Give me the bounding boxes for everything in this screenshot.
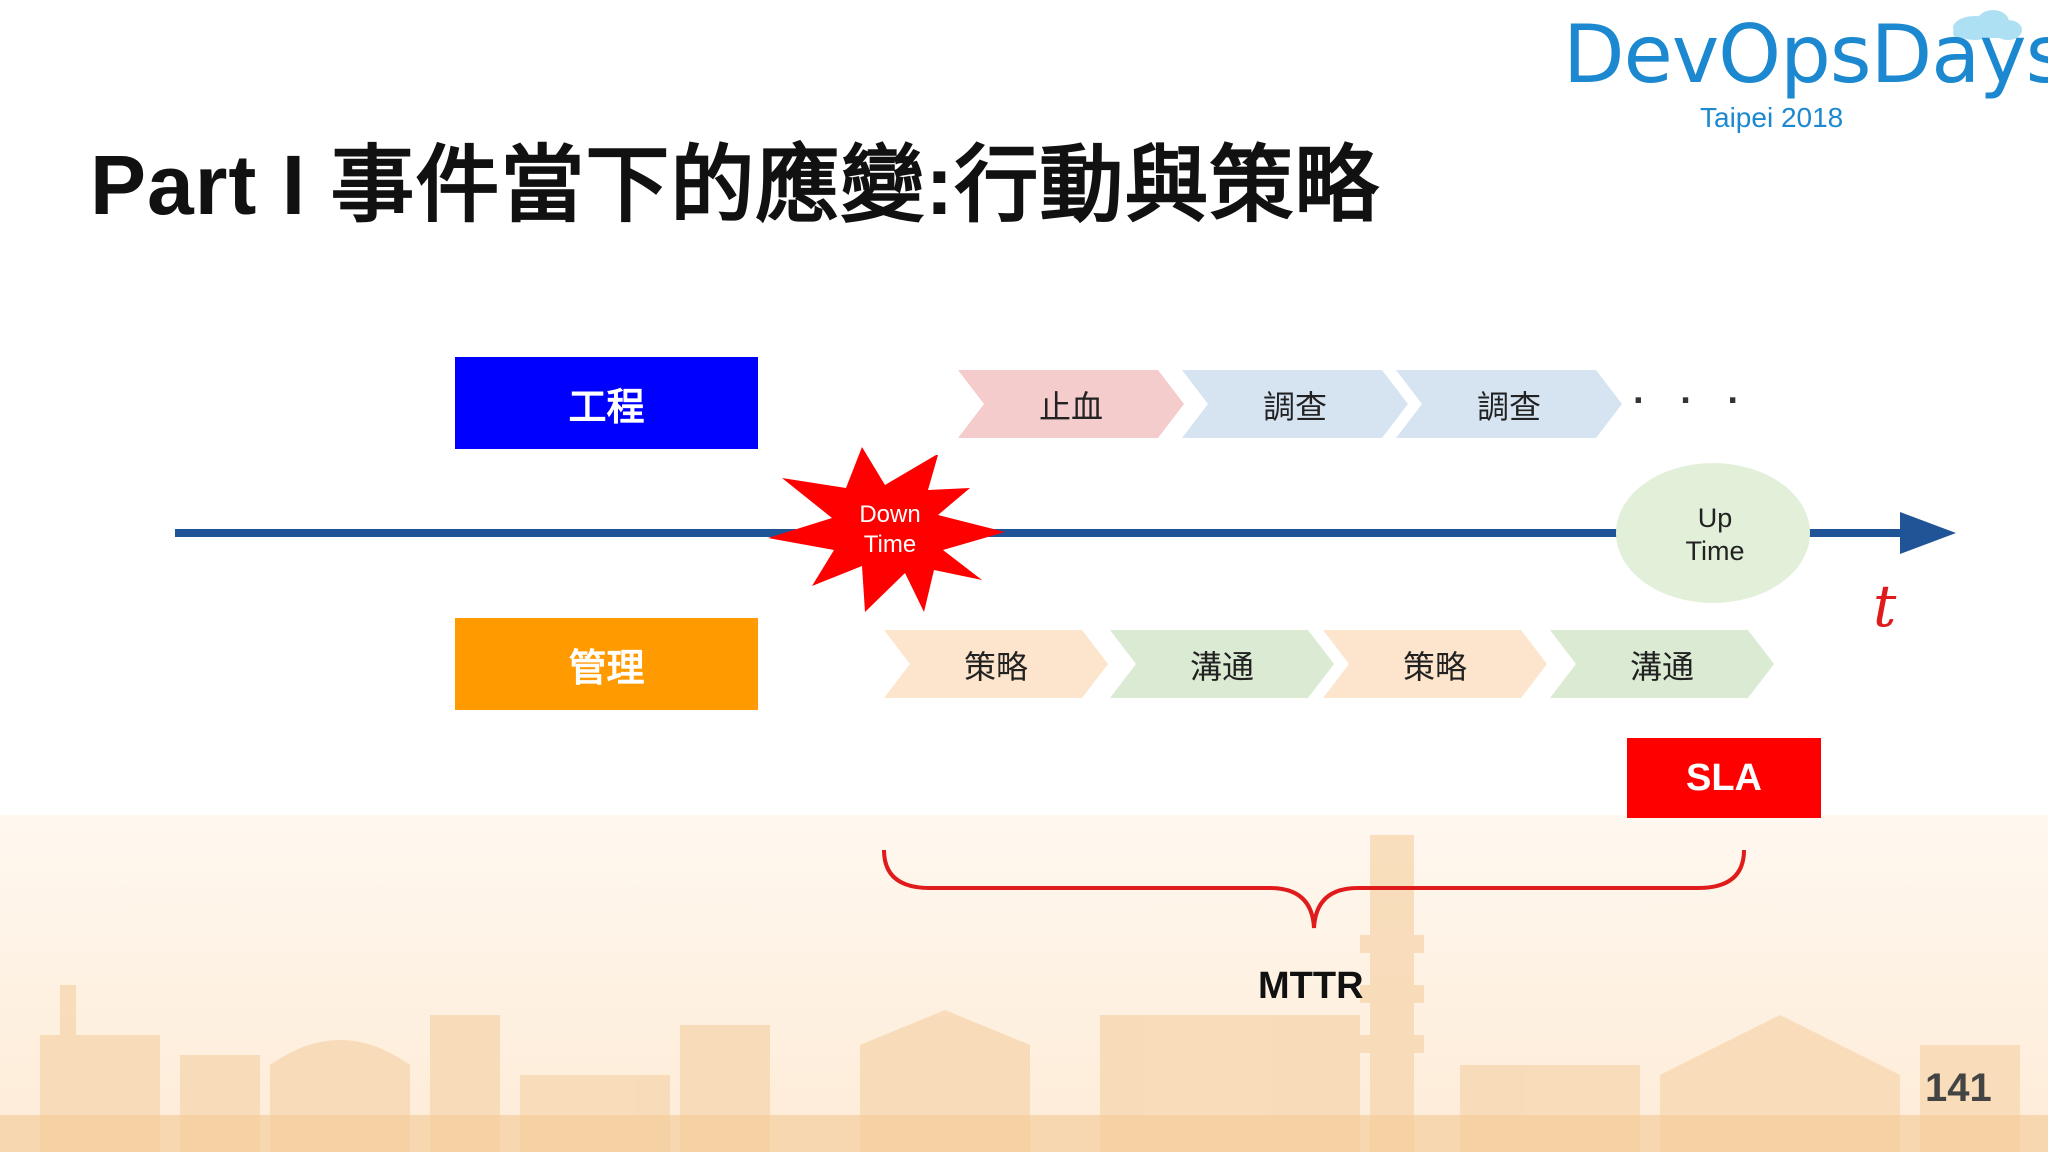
management-lane-box: 管理 (455, 618, 758, 710)
mgmt-step-2-label: 溝通 (1189, 649, 1254, 685)
mgmt-step-4-shape (1550, 630, 1774, 698)
sla-label: SLA (1686, 756, 1762, 799)
page-number: 141 (1925, 1066, 1992, 1110)
mgmt-step-4-label: 溝通 (1629, 649, 1694, 685)
eng-step-2-shape (1182, 370, 1408, 438)
mgmt-step-3-label: 策略 (1402, 649, 1467, 685)
eng-step-2: 調查 (1208, 370, 1382, 440)
sla-box: SLA (1627, 738, 1821, 818)
mgmt-step-2: 溝通 (1136, 630, 1308, 700)
engineering-lane-label: 工程 (568, 386, 645, 429)
eng-step-1-label: 止血 (1038, 389, 1103, 425)
up-time-line-2: Time (1685, 536, 1745, 566)
up-time-label: Up Time (1620, 502, 1810, 568)
up-time-line-1: Up (1697, 503, 1733, 533)
mgmt-step-3: 策略 (1349, 630, 1521, 700)
mttr-label: MTTR (1258, 965, 1364, 1007)
up-time-ellipse (1616, 463, 1810, 603)
mgmt-step-2-shape (1110, 630, 1334, 698)
time-axis-label: t (1873, 572, 1897, 640)
city-skyline-background (0, 815, 2048, 1152)
eng-ellipsis: · · · (1633, 380, 1753, 422)
down-time-line-1: Down (859, 501, 921, 528)
engineering-lane-box: 工程 (455, 357, 758, 449)
down-time-burst (768, 447, 1005, 612)
mgmt-step-1: 策略 (910, 630, 1082, 700)
mgmt-step-4: 溝通 (1576, 630, 1748, 700)
devopsdays-logo-subtitle: Taipei 2018 (1700, 102, 1844, 133)
eng-step-3-shape (1396, 370, 1622, 438)
mgmt-step-1-shape (884, 630, 1108, 698)
eng-step-1: 止血 (984, 370, 1158, 440)
devopsdays-logo: DevOpsDays (1563, 8, 2048, 101)
down-time-label: Down Time (840, 500, 940, 560)
eng-step-3-label: 調查 (1476, 389, 1541, 425)
eng-step-2-label: 調查 (1262, 389, 1327, 425)
cloud-icon (1953, 10, 2022, 40)
eng-step-3: 調查 (1422, 370, 1596, 440)
timeline-arrowhead (1900, 512, 1956, 554)
down-time-line-2: Time (863, 531, 917, 558)
mttr-brace (882, 849, 1746, 929)
slide-title: Part I 事件當下的應變:行動與策略 (90, 138, 1380, 232)
mgmt-step-1-label: 策略 (963, 649, 1028, 685)
mgmt-step-3-shape (1323, 630, 1547, 698)
management-lane-label: 管理 (568, 647, 645, 690)
eng-step-1-shape (958, 370, 1184, 438)
